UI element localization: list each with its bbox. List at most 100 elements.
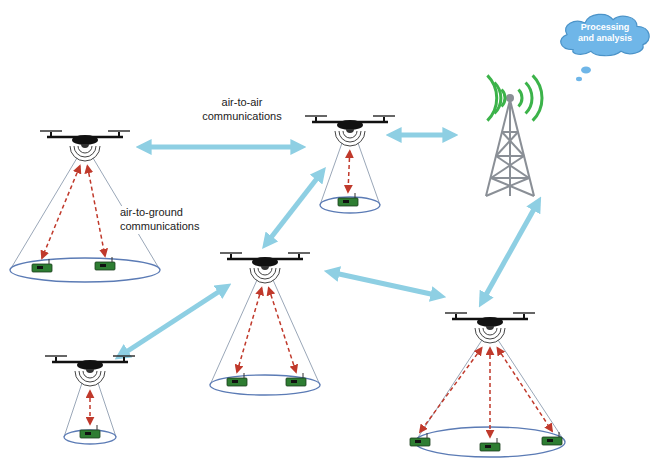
signal-wave [533,75,542,120]
ground-sensor [95,257,115,270]
tower-strut [491,156,524,178]
wifi-arc [335,131,365,146]
wifi-arc [70,146,100,161]
air-link [266,172,322,244]
sensor-board [542,437,562,445]
ground-sensor [227,373,247,386]
sensor-chip [232,380,238,383]
rotor [220,252,242,254]
ground-sensor [338,193,358,206]
sensor-board [286,378,306,386]
rotor-post [455,314,457,319]
rotor [513,312,535,314]
sensor-chip [547,439,553,442]
ground-sensor [410,433,430,446]
cell-tower [486,75,542,196]
sensor-antenna [559,432,560,437]
sensor-antenna [427,433,428,438]
air-link [142,145,300,150]
sensor-board [480,443,500,451]
tower-strut [496,156,529,178]
drone-group [410,313,565,457]
sensor-antenna [244,373,245,378]
wifi-arc [250,268,280,283]
tower-strut [502,132,524,156]
sensor-board [338,198,358,206]
sensor-chip [415,440,421,443]
coverage-ellipse [415,427,565,457]
drone [445,313,535,343]
drone-body [77,360,103,370]
tower-strut [496,132,518,156]
air-link [120,287,226,356]
sensor-chip [485,445,491,448]
sensor-board [95,262,115,270]
cone-line [210,280,257,385]
drone-body [337,120,363,130]
ground-sensor [80,425,100,438]
sensor-board [80,430,100,438]
tower-strut [486,178,529,196]
cone-line [498,340,565,442]
wifi-arc [483,328,497,335]
drone-camera [346,129,354,133]
signal-wave [487,75,496,120]
tower-strut [491,178,534,196]
cone-line [98,383,116,437]
rotor-post [298,254,300,259]
drone-body [252,257,278,267]
signal-wave [518,90,522,107]
ground-sensor [542,432,562,445]
drone-camera [81,144,89,148]
wifi-arc [475,328,505,343]
wifi-arc [258,268,272,275]
air-link [482,202,538,302]
air-links [120,135,538,356]
rotor [373,115,395,117]
ground-sensor [480,438,500,451]
air-ground-link [348,151,350,192]
rotor [305,115,327,117]
wifi-arc [83,371,97,378]
drone-camera [86,369,94,373]
air-ground-link [269,288,296,372]
air-link [392,133,452,138]
ground-sensor [286,373,306,386]
rotor-post [523,314,525,319]
wifi-arc [339,131,361,142]
cloud-node: Processing and analysis [555,8,655,58]
drone-group [45,356,135,444]
drone [305,116,395,146]
drone-camera [261,266,269,270]
tower-strut [491,177,529,179]
drone [45,356,135,386]
rotor [108,130,130,132]
sensor-chip [37,266,43,269]
sensor-board [410,438,430,446]
sensor-board [32,264,52,272]
air-ground-link [489,348,491,437]
cloud-outline [561,14,650,55]
tower-strut [502,131,518,133]
rotor-post [315,117,317,122]
rotor-post [383,117,385,122]
rotor [445,312,467,314]
sensor-antenna [49,259,50,264]
rotor-post [123,357,125,362]
drone-body [72,135,98,145]
cone-line [273,280,320,385]
sensor-board [227,378,247,386]
wifi-arc [479,328,501,339]
wifi-arc [78,146,92,153]
rotor-post [230,254,232,259]
air-ground-link [420,348,482,432]
wifi-arc [75,371,105,386]
cloud-text-box: Processing and analysis [555,8,655,44]
coverage-ellipse [10,258,160,282]
cloud-bubble [581,67,591,74]
rotor [288,252,310,254]
rotor [45,355,67,357]
wifi-arc [74,146,96,157]
